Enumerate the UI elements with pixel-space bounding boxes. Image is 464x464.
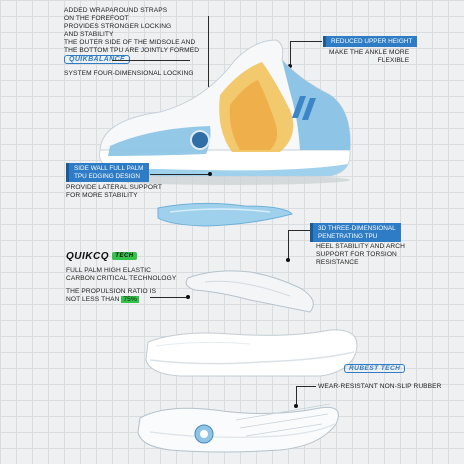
side-wall-line2: FOR MORE STABILITY (66, 192, 138, 199)
leader-dot-upper (288, 64, 292, 68)
reduced-upper-line2: FLEXIBLE (377, 57, 410, 64)
penetrating-text: HEEL STABILITY AND ARCH SUPPORT FOR TORS… (316, 243, 405, 267)
forefoot-strap-line1: ADDED WRAPAROUND STRAPS (64, 7, 168, 14)
midsole-line2: THE BOTTOM TPU ARE JOINTLY FORMED (64, 47, 200, 54)
forefoot-strap-text: ADDED WRAPAROUND STRAPS ON THE FOREFOOT … (64, 7, 199, 55)
leader-line-penetrating (288, 230, 310, 231)
leader-dot-sidewall (208, 172, 212, 176)
penetrating-line1: HEEL STABILITY AND ARCH (316, 243, 406, 250)
quikcq-line1: FULL PALM HIGH ELASTIC (66, 267, 152, 274)
penetrating-line2: SUPPORT FOR TORSION (316, 251, 397, 258)
leader-dot-penetrating (286, 258, 290, 262)
side-wall-chip-line1: SIDE WALL FULL PALM (74, 164, 144, 172)
leader-dot-rubest (294, 404, 298, 408)
quikcq-tech-tag: TECH (112, 252, 137, 261)
reduced-upper-chip: REDUCED UPPER HEIGHT (323, 36, 418, 47)
forefoot-strap-line4: AND STABILITY (64, 31, 114, 38)
reduced-upper-line1: MAKE THE ANKLE MORE (329, 49, 410, 56)
penetrating-line3: RESISTANCE (316, 259, 359, 266)
side-wall-text: PROVIDE LATERAL SUPPORT FOR MORE STABILI… (66, 184, 162, 200)
penetrating-chip-line1: 3D THREE-DIMENSIONAL (318, 224, 396, 232)
propulsion-ratio-badge: 75% (121, 296, 139, 303)
leader-line-quikcq (150, 297, 188, 298)
forefoot-strap-line3: PROVIDES STRONGER LOCKING (64, 23, 172, 30)
reduced-upper-text: MAKE THE ANKLE MORE FLEXIBLE (329, 49, 409, 65)
quikcq-line3: THE PROPULSION RATIO IS (66, 288, 157, 295)
side-wall-chip: SIDE WALL FULL PALM TPU EDGING DESIGN (66, 163, 149, 182)
shoe-illustration (99, 39, 351, 185)
shoe-brand-stripes (292, 96, 316, 120)
quikcq-logo: QUIKCQ TECH (66, 251, 137, 262)
leader-vline-rubest (296, 386, 297, 406)
shoe-heel-blue (282, 60, 351, 150)
side-wall-chip-line2: TPU EDGING DESIGN (74, 172, 141, 180)
quikcq-line2: CARBON CRITICAL TECHNOLOGY (66, 275, 177, 282)
leader-line-rubest (296, 386, 316, 387)
rubest-tech-badge: RUBEST TECH (344, 364, 406, 373)
quikcq-text: FULL PALM HIGH ELASTIC CARBON CRITICAL T… (66, 267, 176, 304)
quikcq-ratio-line: NOT LESS THAN 75% (66, 296, 176, 304)
shoe-toe-strap (108, 126, 211, 156)
midsole-line1: THE OUTER SIDE OF THE MIDSOLE AND (64, 39, 196, 46)
quikcq-line4: NOT LESS THAN (66, 296, 120, 303)
quikcq-logo-text: QUIKCQ (66, 251, 109, 262)
quikbalance-note: SYSTEM FOUR-DIMENSIONAL LOCKING (64, 70, 194, 77)
leader-line-forefoot (208, 16, 209, 96)
shoe-mesh-orange (229, 80, 278, 150)
penetrating-tpu-chip: 3D THREE-DIMENSIONAL PENETRATING TPU (310, 223, 401, 242)
penetrating-chip-line2: PENETRATING TPU (318, 232, 378, 240)
shoe-shadow (110, 175, 350, 185)
leader-vline-penetrating (288, 230, 289, 260)
leader-dot-quikcq (186, 295, 190, 299)
leader-vline-upper (290, 41, 291, 65)
quikbalance-rule (112, 60, 190, 61)
quikbalance-badge: QUIKBALANCE (64, 55, 131, 64)
shoe-outsole-blue (110, 164, 348, 177)
leader-line-sidewall (150, 174, 210, 175)
forefoot-strap-line2: ON THE FOREFOOT (64, 15, 129, 22)
shoe-lock-disc (190, 130, 210, 150)
leader-line-upper (290, 41, 322, 42)
rubest-text: WEAR-RESISTANT NON-SLIP RUBBER (318, 383, 442, 390)
side-wall-line1: PROVIDE LATERAL SUPPORT (66, 184, 162, 191)
